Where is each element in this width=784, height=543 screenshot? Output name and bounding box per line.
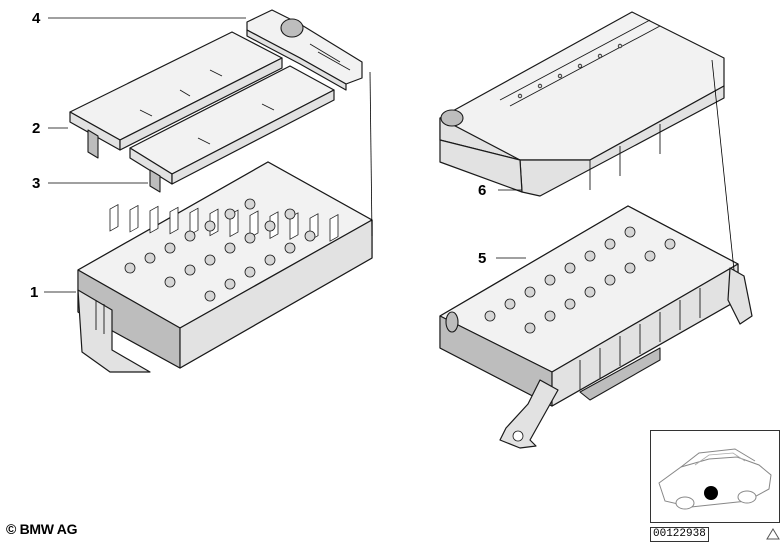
car-outline-icon — [658, 448, 772, 510]
callout-1: 1 — [30, 284, 38, 301]
leader-lines — [44, 17, 735, 293]
part-2-cover-upper[interactable] — [69, 31, 283, 159]
location-marker-icon — [704, 486, 718, 500]
callout-2: 2 — [32, 120, 40, 137]
callout-4: 4 — [32, 10, 41, 27]
part-3-cover-lower[interactable] — [129, 65, 335, 193]
cover-tab — [149, 169, 161, 193]
part-5-fuse-carrier-bracket[interactable] — [439, 205, 753, 449]
document-number: 00122938 — [650, 527, 709, 542]
part-1-fuse-carrier[interactable] — [77, 161, 373, 373]
copyright-notice: © BMW AG — [6, 521, 78, 537]
cover-tab — [87, 129, 99, 159]
relay-pegs — [124, 198, 316, 302]
callout-5: 5 — [478, 250, 486, 267]
callout-6: 6 — [478, 182, 486, 199]
warning-triangle-icon — [766, 528, 780, 540]
mounting-hole — [512, 430, 524, 442]
callout-3: 3 — [32, 175, 40, 192]
callout-numbers: 4 2 3 1 6 5 — [30, 10, 486, 301]
part-4-clip[interactable] — [246, 9, 363, 91]
cover-rivets — [517, 43, 623, 99]
mounting-arm — [499, 379, 559, 449]
vehicle-location-thumbnail — [650, 430, 780, 523]
part-6-housing-cover[interactable] — [439, 11, 725, 197]
relay-pegs-right — [484, 226, 676, 334]
